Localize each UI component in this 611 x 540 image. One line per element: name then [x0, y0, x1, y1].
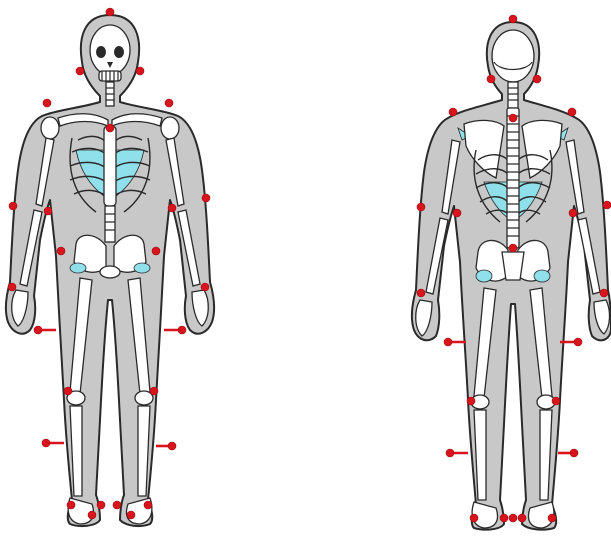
marker [113, 501, 121, 509]
marker [152, 247, 160, 255]
front-view-figure [6, 8, 214, 526]
marker [67, 501, 75, 509]
marker [201, 283, 209, 291]
marker [44, 207, 52, 215]
marker [136, 67, 144, 75]
marker [600, 289, 608, 297]
marker [467, 397, 475, 405]
marker [43, 99, 51, 107]
marker [165, 99, 173, 107]
marker [444, 338, 452, 346]
marker [42, 439, 50, 447]
marker [603, 201, 611, 209]
marker [9, 202, 17, 210]
marker [533, 75, 541, 83]
marker [64, 387, 72, 395]
marker [417, 203, 425, 211]
marker [127, 511, 135, 519]
marker [570, 449, 578, 457]
marker [202, 194, 210, 202]
marker [449, 108, 457, 116]
marker [509, 244, 517, 252]
marker [57, 247, 65, 255]
marker [453, 209, 461, 217]
marker [509, 114, 517, 122]
marker [552, 397, 560, 405]
marker [574, 338, 582, 346]
marker [518, 514, 526, 522]
marker [509, 15, 517, 23]
marker [76, 67, 84, 75]
marker [106, 8, 114, 16]
marker [88, 511, 96, 519]
marker [500, 514, 508, 522]
marker [568, 108, 576, 116]
marker [168, 204, 176, 212]
front-ribcage [70, 126, 150, 212]
marker [569, 209, 577, 217]
marker [97, 501, 105, 509]
marker [446, 449, 454, 457]
marker [8, 283, 16, 291]
marker [34, 326, 42, 334]
marker [150, 387, 158, 395]
marker [470, 514, 478, 522]
marker [509, 514, 517, 522]
marker [178, 326, 186, 334]
marker [417, 289, 425, 297]
marker [487, 75, 495, 83]
marker [106, 124, 114, 132]
back-view-figure [412, 15, 611, 530]
marker [144, 501, 152, 509]
marker [548, 514, 556, 522]
marker [168, 442, 176, 450]
